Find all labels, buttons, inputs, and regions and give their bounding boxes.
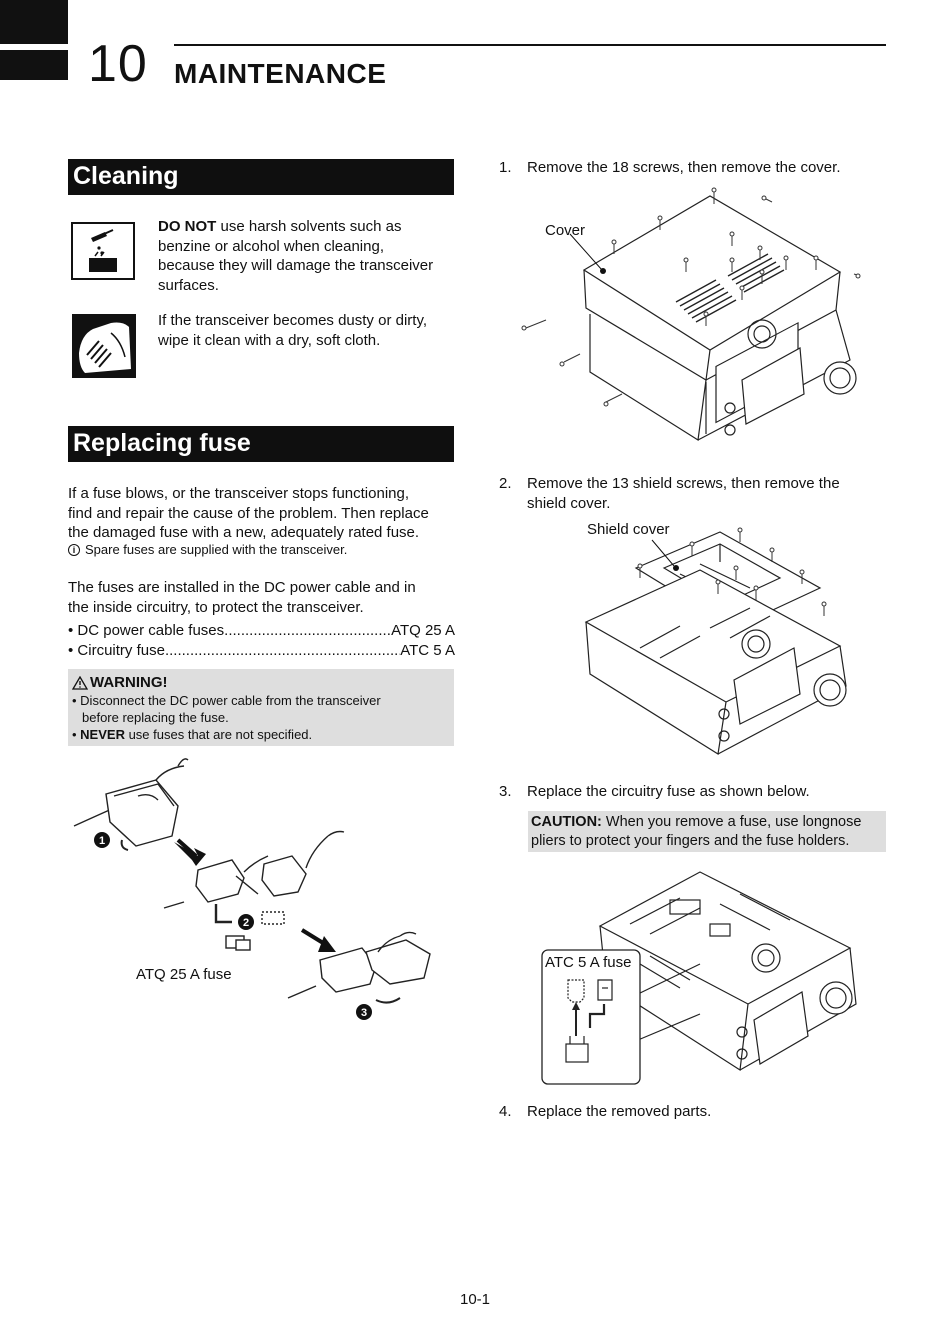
fuse-list-value: ATC 5 A bbox=[400, 641, 455, 659]
warning-line-3-text: use fuses that are not specified. bbox=[124, 727, 313, 742]
caution-label: CAUTION: bbox=[531, 814, 602, 830]
info-icon: i bbox=[68, 543, 80, 556]
warning-line-1: • Disconnect the DC power cable from the… bbox=[72, 693, 381, 708]
warning-title: WARNING! bbox=[90, 674, 168, 691]
replacing-fuse-heading: Replacing fuse bbox=[68, 426, 454, 462]
chapter-tab bbox=[0, 0, 68, 80]
chapter-tab-top bbox=[0, 0, 68, 44]
chapter-rule bbox=[174, 44, 886, 46]
fuse-para-2-line-2: the inside circuitry, to protect the tra… bbox=[68, 598, 364, 616]
fuse-para-2-line-1: The fuses are installed in the DC power … bbox=[68, 579, 416, 596]
circuitry-fuse-figure: ATC 5 A fuse bbox=[540, 864, 870, 1090]
caution-line-1-text: When you remove a fuse, use longnose bbox=[601, 814, 862, 830]
cleaning-para-2-line-1: If the transceiver becomes dusty or dirt… bbox=[158, 312, 427, 329]
shield-removal-figure: Shield cover bbox=[580, 518, 870, 770]
warning-bullet: • bbox=[72, 727, 81, 742]
warning-line-3: • NEVER use fuses that are not specified… bbox=[72, 726, 450, 743]
shield-cover-label: Shield cover bbox=[587, 521, 670, 538]
fuse-list-item: • DC power cable fuses ATQ 25 A bbox=[68, 621, 455, 641]
do-not-bold: DO NOT bbox=[158, 218, 217, 235]
step-2-text-line-1: Remove the 13 shield screws, then remove… bbox=[527, 475, 840, 492]
fuse-para-1-line-1: If a fuse blows, or the transceiver stop… bbox=[68, 485, 410, 502]
step-4-text: Replace the removed parts. bbox=[527, 1103, 712, 1120]
cover-removal-figure: Cover bbox=[510, 184, 890, 464]
page-number: 10-1 bbox=[459, 1291, 491, 1308]
fuse-list-item: • Circuitry fuse ATC 5 A bbox=[68, 641, 455, 661]
cover-label: Cover bbox=[545, 222, 586, 239]
never-bold: NEVER bbox=[80, 727, 125, 742]
fuse-list-value: ATQ 25 A bbox=[391, 622, 455, 639]
fuse-list: • DC power cable fuses ATQ 25 A • Circui… bbox=[68, 621, 455, 660]
svg-text:1: 1 bbox=[99, 835, 105, 847]
caution-line-2: pliers to protect your fingers and the f… bbox=[531, 833, 850, 849]
cleaning-para-1-line-4: surfaces. bbox=[158, 276, 219, 294]
cleaning-para-1: DO NOT use harsh solvents such as benzin… bbox=[158, 217, 433, 295]
step-2-number: 2. bbox=[499, 475, 512, 492]
cloth-wipe-icon bbox=[71, 313, 137, 384]
step-1-text: Remove the 18 screws, then remove the co… bbox=[527, 159, 841, 176]
fuse-note-text: Spare fuses are supplied with the transc… bbox=[85, 542, 348, 557]
fuse-para-1: If a fuse blows, or the transceiver stop… bbox=[68, 484, 429, 543]
step-3-number: 3. bbox=[499, 783, 512, 800]
cleaning-para-1-line-1: use harsh solvents such as bbox=[216, 218, 402, 235]
step-1-number: 1. bbox=[499, 159, 512, 176]
atc-fuse-label: ATC 5 A fuse bbox=[545, 954, 632, 971]
atq-fuse-label: ATQ 25 A fuse bbox=[136, 966, 232, 983]
cleaning-para-1-line-3: because they will damage the transceiver bbox=[158, 257, 434, 274]
svg-text:2: 2 bbox=[243, 917, 249, 929]
step-3-text: Replace the circuitry fuse as shown belo… bbox=[527, 783, 810, 800]
cleaning-para-2: If the transceiver becomes dusty or dirt… bbox=[158, 311, 427, 350]
fuse-list-label: • Circuitry fuse bbox=[68, 641, 165, 659]
warning-title-row: WARNING! bbox=[72, 674, 450, 692]
svg-text:3: 3 bbox=[361, 1007, 367, 1019]
fuse-para-1-line-2: find and repair the cause of the problem… bbox=[68, 504, 429, 522]
fuse-list-label: • DC power cable fuses bbox=[68, 622, 225, 639]
warning-line-2: before replacing the fuse. bbox=[82, 710, 229, 725]
step-2-text-line-2: shield cover. bbox=[527, 494, 611, 512]
warning-triangle-icon bbox=[72, 676, 88, 690]
chapter-number: 10 bbox=[88, 35, 148, 93]
fuse-para-2: The fuses are installed in the DC power … bbox=[68, 578, 416, 617]
cleaning-para-1-line-2: benzine or alcohol when cleaning, bbox=[158, 237, 384, 255]
cleaning-para-2-line-2: wipe it clean with a dry, soft cloth. bbox=[158, 331, 381, 349]
step-4-number: 4. bbox=[499, 1103, 512, 1120]
fuse-note: i Spare fuses are supplied with the tran… bbox=[68, 541, 347, 558]
caution-box: CAUTION: When you remove a fuse, use lon… bbox=[528, 811, 886, 852]
chapter-title: MAINTENANCE bbox=[174, 58, 387, 89]
caution-line-1: CAUTION: When you remove a fuse, use lon… bbox=[531, 813, 883, 832]
chapter-tab-bottom bbox=[0, 50, 68, 80]
dc-cable-fuse-figure: 1 2 3 ATQ 25 A fuse bbox=[66, 756, 456, 1036]
solvent-warning-icon bbox=[71, 222, 135, 285]
warning-box: WARNING! • Disconnect the DC power cable… bbox=[68, 669, 454, 746]
cleaning-heading: Cleaning bbox=[68, 159, 454, 195]
fuse-para-1-line-3: the damaged fuse with a new, adequately … bbox=[68, 524, 420, 541]
